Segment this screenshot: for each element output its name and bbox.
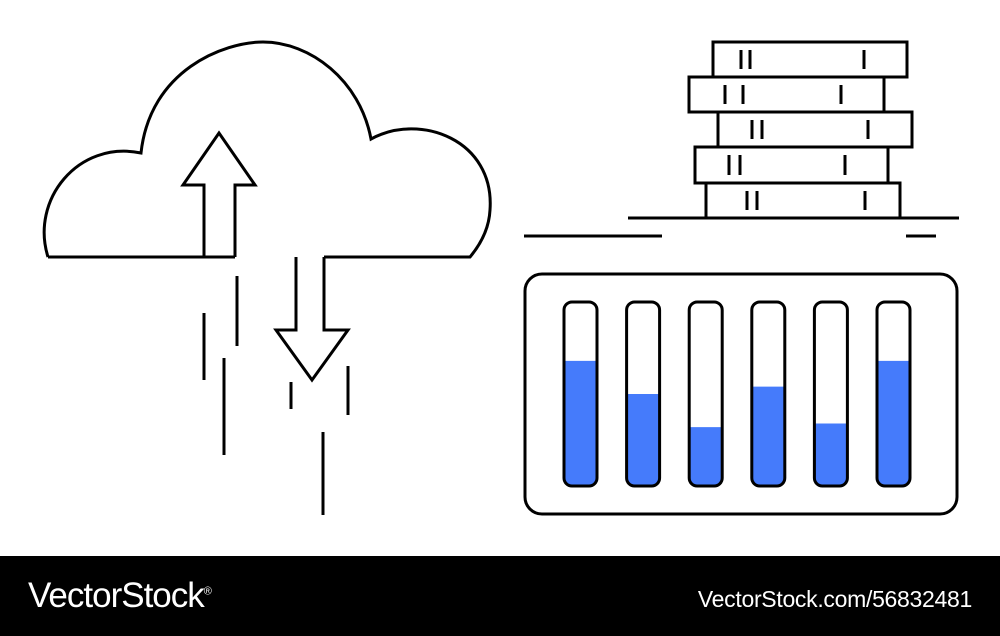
- meter-bars: [562, 300, 912, 488]
- book-stack-icon: [524, 40, 959, 238]
- meter-level-fill: [877, 360, 910, 486]
- level-meter-icon: [523, 272, 959, 516]
- meter-tube: [812, 300, 849, 488]
- book: [716, 110, 914, 149]
- book: [687, 75, 886, 114]
- meter-tube: [875, 300, 912, 488]
- cloud-outline: [42, 40, 492, 259]
- meter-level-fill: [751, 386, 785, 486]
- book: [711, 40, 909, 79]
- meter-panel: [523, 272, 959, 516]
- meter-level-fill: [626, 394, 660, 486]
- meter-tube: [562, 300, 599, 488]
- footer-bar: VectorStock® VectorStock.com/56832481: [0, 556, 1000, 636]
- brand-name: VectorStock: [28, 576, 205, 615]
- motion-lines: [202, 276, 350, 515]
- meter-level-fill: [564, 360, 597, 486]
- registered-mark: ®: [203, 585, 212, 598]
- meter-tube: [625, 300, 662, 488]
- brand-logo: VectorStock®: [28, 576, 212, 616]
- illustration: [42, 40, 959, 516]
- cloud-sync-icon: [42, 40, 492, 515]
- book: [704, 181, 902, 220]
- download-arrow-icon: [273, 257, 351, 383]
- upload-arrow-icon: [180, 130, 258, 257]
- meter-level-fill: [689, 427, 723, 486]
- stock-id: VectorStock.com/56832481: [697, 586, 972, 612]
- meter-level-fill: [814, 423, 848, 486]
- meter-tube: [750, 300, 787, 488]
- meter-tube: [687, 300, 724, 488]
- book: [693, 145, 890, 185]
